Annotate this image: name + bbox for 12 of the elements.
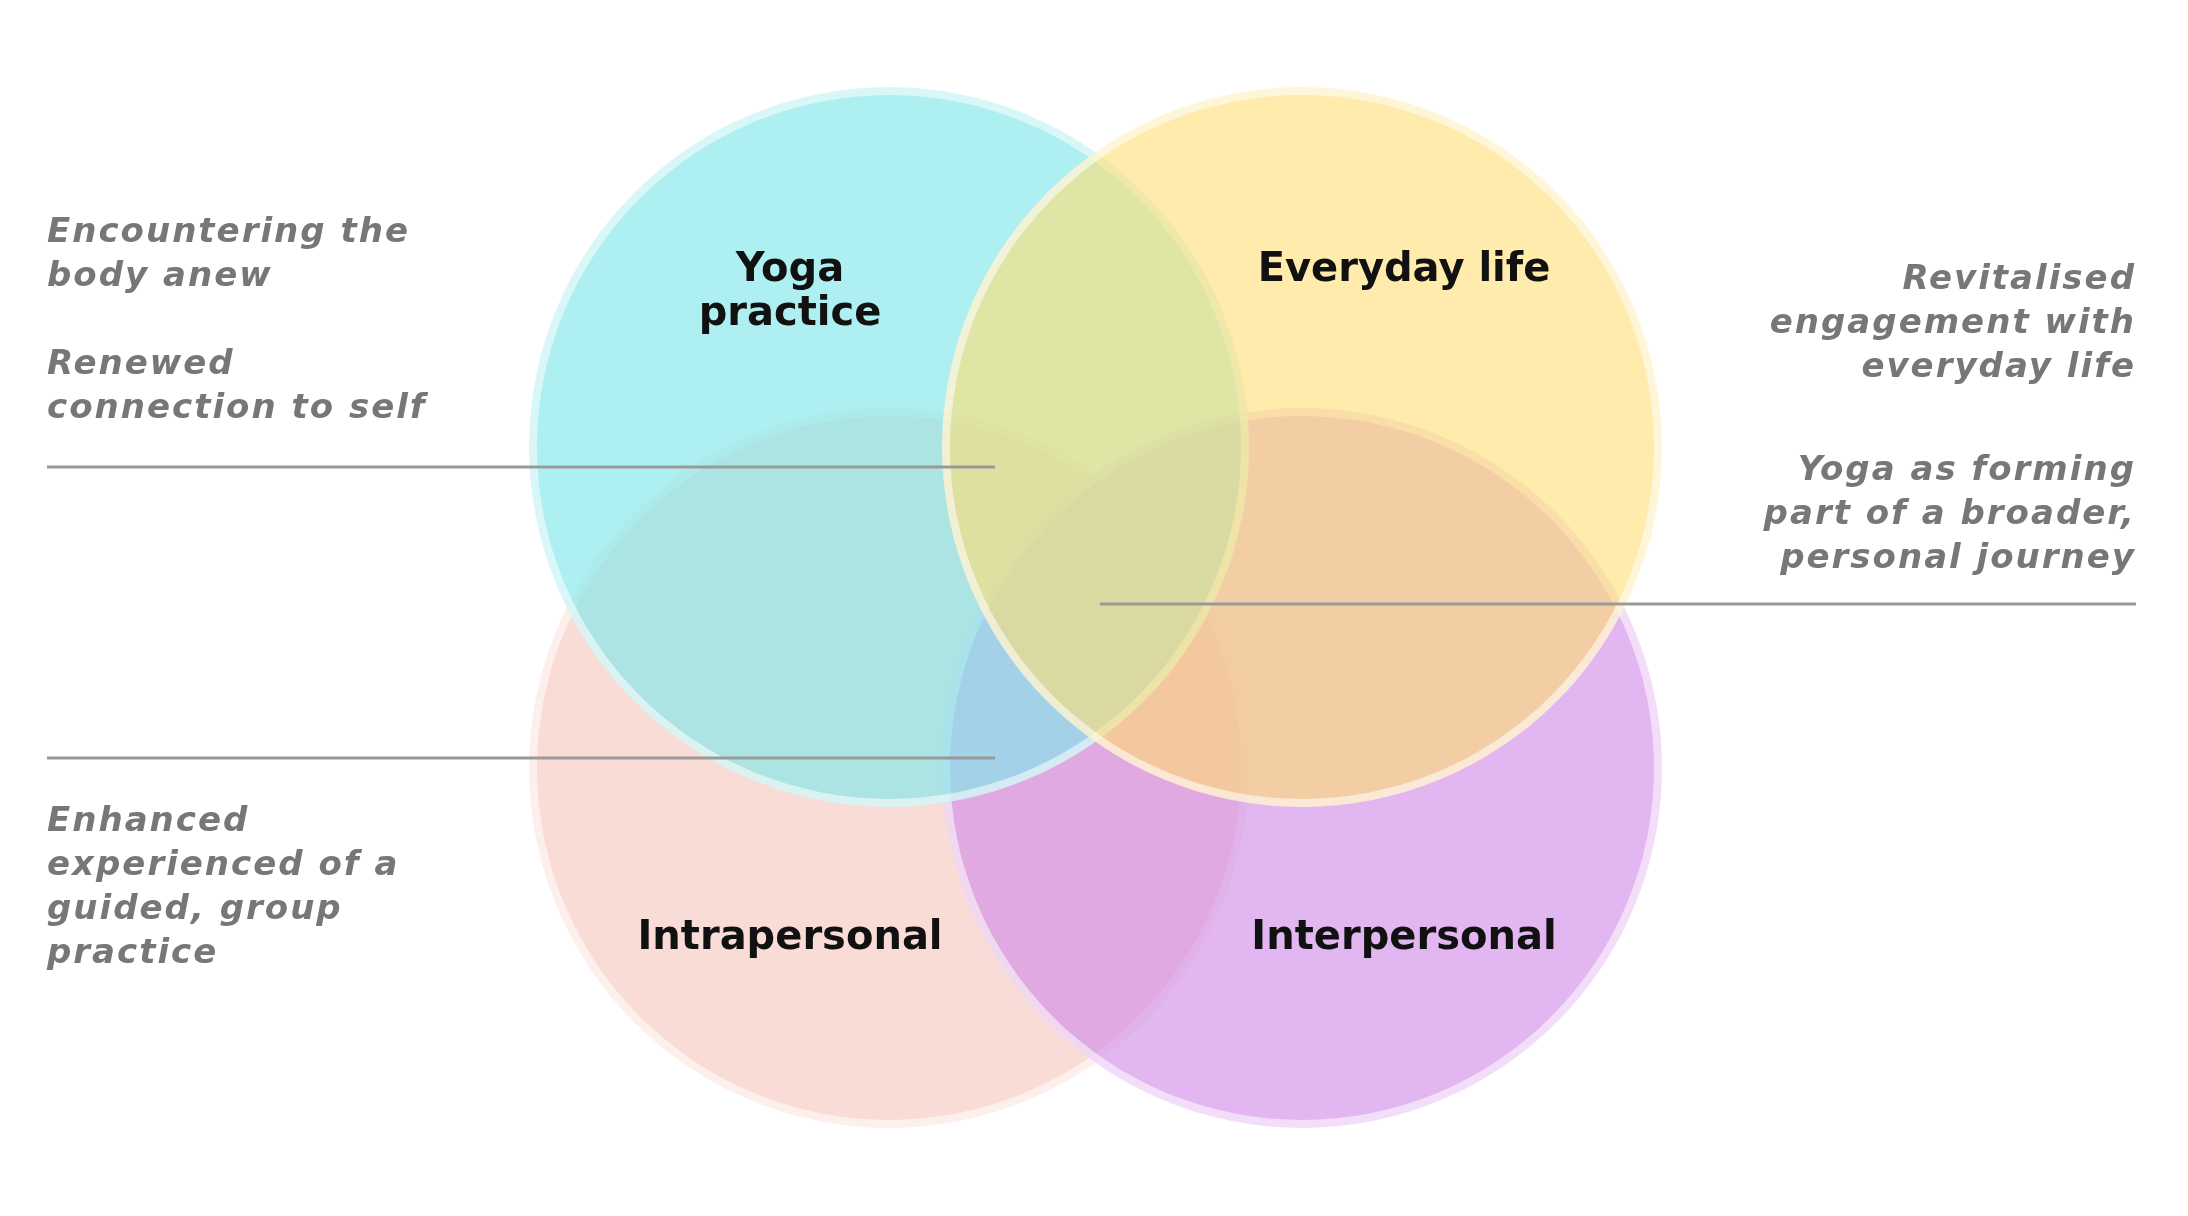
leader-line: [47, 465, 995, 469]
circle-label: Everyday life: [1256, 245, 1552, 289]
leader-line: [47, 756, 995, 760]
annotation-text: Enhanced experienced of a guided, group practice: [47, 757, 447, 973]
circle-label: Yoga practice: [697, 245, 883, 333]
circle-label: Intrapersonal: [636, 913, 944, 957]
annotation-text: Revitalised engagement with everyday life: [1736, 255, 2136, 387]
circle-label: Interpersonal: [1250, 913, 1558, 957]
leader-line: [1100, 602, 2136, 606]
annotation-text: Renewed connection to self: [47, 340, 467, 468]
annotation-text: Encountering the body anew: [47, 208, 467, 296]
annotation-text: Yoga as forming part of a broader, personal journey: [1716, 446, 2136, 605]
